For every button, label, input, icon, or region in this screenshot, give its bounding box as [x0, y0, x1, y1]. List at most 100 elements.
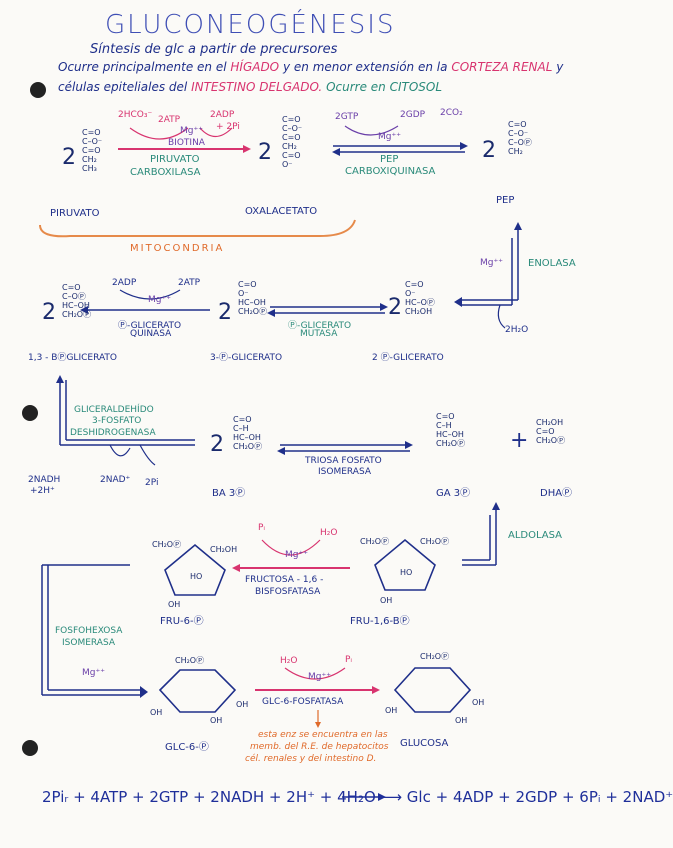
row3-plus: + — [510, 428, 529, 453]
g6pase-enzyme: GLC-6-FOSFATASA — [262, 697, 344, 707]
f16bp-ho: HO — [400, 568, 413, 577]
name-3pg: 3-Ⓟ-GLICERATO — [210, 353, 283, 363]
row4-pi: Pᵢ — [258, 523, 266, 533]
enolasa-mg: Mg⁺⁺ — [480, 258, 503, 268]
coef-2pg: 2 — [388, 295, 402, 320]
coef-3pg: 2 — [218, 300, 232, 325]
label-oxalacetato: OXALACETATO — [245, 206, 318, 217]
fbpase-line1: FRUCTOSA - 1,6 - — [245, 575, 324, 585]
name-f16bp: FRU-1,6-BⓅ — [350, 616, 410, 627]
name-13bpg: 1,3 - BⓅGLICERATO — [28, 353, 117, 363]
mol-oxalacetato: C=O C–O⁻ C=O CH₂ C=O O⁻ — [282, 115, 303, 169]
step1-cofactor: BIOTINA — [168, 138, 205, 148]
g6p-oh-2: OH — [210, 716, 223, 725]
punch-hole-2 — [22, 405, 38, 421]
row3-h: +2H⁺ — [30, 486, 55, 496]
coef-oxalacetato: 2 — [258, 140, 272, 165]
row2-enzyme-a2: QUINASA — [130, 329, 172, 339]
mol-3pg: C=O O⁻ HC–OH CH₂OⓅ — [238, 280, 268, 316]
name-ba3p: BA 3Ⓟ — [212, 488, 246, 499]
punch-hole-1 — [30, 82, 46, 98]
row3-nad: 2NAD⁺ — [100, 475, 131, 485]
row2-atp: 2ATP — [178, 278, 201, 288]
g6p-ch2op: CH₂OⓅ — [175, 656, 205, 665]
row2-enzyme-a1: Ⓟ-GLICERATO — [118, 321, 182, 331]
row2-adp: 2ADP — [112, 278, 137, 288]
step2-gtp: 2GTP — [335, 112, 359, 122]
name-dhap: DHAⓅ — [540, 488, 573, 499]
step1-enzyme-line1: PIRUVATO — [150, 154, 200, 165]
step1-adp: 2ADP — [210, 110, 235, 120]
g6p-oh-1: OH — [150, 708, 163, 717]
fbpase-line2: BISFOSFATASA — [255, 587, 321, 597]
tpi-line1: TRIOSA FOSFATO — [305, 456, 382, 466]
coef-pep: 2 — [482, 138, 496, 163]
gapdh-line1: GLICERALDEHÍDO — [74, 405, 154, 415]
aldolasa-enzyme: ALDOLASA — [508, 530, 562, 541]
pgi-line1: FOSFOHEXOSA — [55, 626, 123, 636]
label-mitocondria: MITOCONDRIA — [130, 243, 225, 254]
row4-mg: Mg⁺⁺ — [285, 550, 308, 560]
f16bp-ch2op-left: CH₂OⓅ — [360, 537, 390, 546]
name-glucosa: GLUCOSA — [400, 738, 449, 749]
note-line2: memb. del R.E. de hepatocitos — [250, 742, 389, 752]
name-ga3p: GA 3Ⓟ — [436, 488, 471, 499]
step2-enzyme-line1: PEP — [380, 154, 399, 165]
coef-ba3p: 2 — [210, 432, 224, 457]
subtitle: Síntesis de glc a partir de precursores — [90, 42, 338, 57]
step2-mg: Mg⁺⁺ — [378, 132, 401, 142]
note-line1: esta enz se encuentra en las — [258, 730, 388, 740]
step1-atp: 2ATP — [158, 115, 181, 125]
name-2pg: 2 Ⓟ-GLICERATO — [372, 353, 444, 363]
row5-pi: Pᵢ — [345, 655, 353, 665]
row2-enzyme-b2: MUTASA — [300, 329, 338, 339]
row4-h2o: H₂O — [320, 528, 338, 538]
row2-mg: Mg⁺⁺ — [148, 295, 171, 305]
step2-gdp: 2GDP — [400, 110, 426, 120]
row2-enzyme-b1: Ⓟ-GLICERATO — [288, 321, 352, 331]
step1-hco3: 2HCO₃⁻ — [118, 110, 153, 120]
diagram-arrows — [39, 125, 522, 801]
gapdh-line2: 3-FOSFATO — [92, 416, 142, 426]
glc-ch2op: CH₂OⓅ — [420, 652, 450, 661]
mol-dhap: CH₂OH C=O CH₂OⓅ — [536, 418, 566, 445]
coef-13bpg: 2 — [42, 300, 56, 325]
step1-pi: + 2Pi — [216, 122, 240, 132]
step1-mg: Mg⁺⁺ — [180, 126, 203, 136]
page-title: GLUCONEOGÉNESIS — [105, 10, 396, 40]
row5-h2o: H₂O — [280, 656, 298, 666]
mol-2pg: C=O O⁻ HC–OⓅ CH₂OH — [405, 280, 435, 316]
g6p-oh-3: OH — [236, 700, 249, 709]
row5-mg: Mg⁺⁺ — [308, 672, 331, 682]
row3-pi: 2Pi — [145, 478, 159, 488]
f6p-ho: HO — [190, 572, 203, 581]
pgi-line2: ISOMERASA — [62, 638, 115, 648]
tpi-line2: ISOMERASA — [318, 467, 371, 477]
glc-oh-1: OH — [385, 706, 398, 715]
f16bp-ch2op-right: CH₂OⓅ — [420, 537, 450, 546]
row3-nadh: 2NADH — [28, 475, 61, 485]
punch-hole-3 — [22, 740, 38, 756]
f6p-ch2oh: CH₂OH — [210, 545, 238, 554]
mol-13bpg: C=O C–OⓅ HC–OH CH₂OⓅ — [62, 283, 92, 319]
mol-pep: C=O C–O⁻ C–OⓅ CH₂ — [508, 120, 532, 156]
step1-enzyme-line2: CARBOXILASA — [130, 167, 201, 178]
global-equation: 2Piᵣ + 4ATP + 2GTP + 2NADH + 2H⁺ + 4H₂O … — [42, 788, 673, 806]
mol-ba3p: C=O C–H HC–OH CH₂OⓅ — [233, 415, 263, 451]
note-line3: cél. renales y del intestino D. — [245, 754, 377, 764]
glc-oh-3: OH — [472, 698, 485, 707]
glc-oh-2: OH — [455, 716, 468, 725]
intro-line-2: células epiteliales del INTESTINO DELGAD… — [58, 80, 443, 94]
step2-co2: 2CO₂ — [440, 108, 463, 118]
mol-pyruvate: C=O C–O⁻ C=O CH₂ CH₃ — [82, 128, 103, 173]
name-g6p: GLC-6-Ⓟ — [165, 742, 209, 753]
f16bp-oh: OH — [380, 596, 393, 605]
gapdh-line3: DESHIDROGENASA — [70, 428, 156, 438]
f6p-ch2op: CH₂OⓅ — [152, 540, 182, 549]
name-f6p: FRU-6-Ⓟ — [160, 616, 204, 627]
intro-line-1: Ocurre principalmente en el HÍGADO y en … — [58, 60, 564, 74]
label-piruvato: PIRUVATO — [50, 208, 100, 219]
enolasa-enzyme: ENOLASA — [528, 258, 576, 269]
enolasa-h2o: 2H₂O — [505, 325, 529, 335]
f6p-oh: OH — [168, 600, 181, 609]
